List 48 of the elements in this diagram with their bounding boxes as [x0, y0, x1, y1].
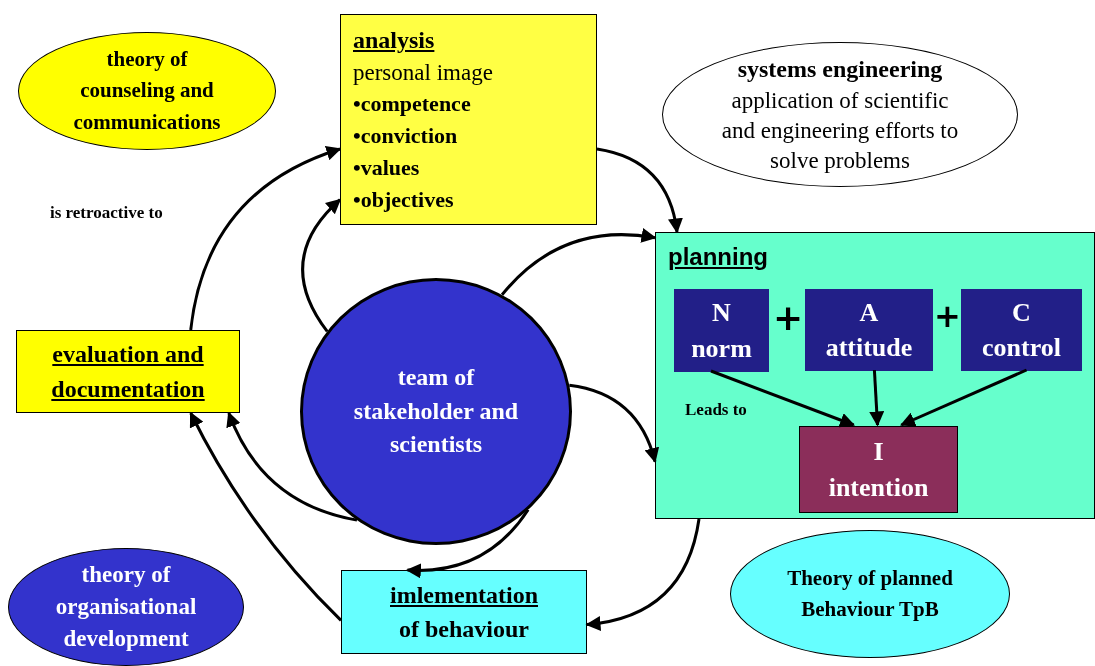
arrow	[405, 508, 530, 578]
stage-box	[16, 330, 240, 413]
node-heading: analysis	[353, 26, 435, 56]
node-heading: theory of organisational development	[54, 560, 198, 654]
intention-box	[799, 426, 958, 513]
node-text: •objectives	[353, 185, 454, 214]
planning-box	[655, 232, 1095, 519]
node-text: •competence	[353, 90, 471, 119]
node-text: application of scientific and engineering efforts to solve problems	[720, 87, 960, 176]
edge-note: Leads to	[685, 399, 747, 421]
factor-box	[961, 289, 1082, 371]
node-text: •values	[353, 153, 420, 182]
node-heading: A	[859, 296, 879, 329]
plus-sign: +	[773, 300, 804, 336]
stage-box	[341, 570, 587, 654]
arrow	[900, 368, 1028, 427]
node-heading: planning	[668, 242, 768, 272]
node-heading: theory of counseling and communications	[72, 45, 222, 136]
arrow	[596, 147, 683, 234]
node-text: attitude	[825, 332, 913, 364]
node-text: of behaviour	[399, 614, 529, 644]
arrow	[710, 369, 856, 428]
plus-sign: +	[934, 300, 961, 332]
edge-note: is retroactive to	[50, 202, 163, 224]
factor-box	[674, 289, 769, 372]
analysis-box	[340, 14, 597, 225]
node-text: personal image	[353, 59, 493, 88]
arrow	[301, 198, 342, 333]
factor-box	[805, 289, 933, 371]
arrow	[869, 369, 885, 427]
node-heading: team of stakeholder and scientists	[352, 363, 520, 460]
node-heading: C	[1012, 296, 1031, 329]
node-text: •conviction	[353, 121, 458, 150]
arrow	[189, 411, 343, 622]
arrow	[226, 411, 358, 522]
node-text: control	[982, 332, 1061, 364]
node-heading: imlementation	[390, 580, 538, 610]
node-heading: evaluation and documentation	[50, 339, 206, 404]
node-heading: I	[873, 436, 884, 469]
node-heading: N	[712, 297, 731, 330]
node-heading: systems engineering	[737, 54, 943, 84]
node-text: norm	[691, 332, 752, 365]
arrow	[189, 146, 342, 331]
arrow	[569, 383, 659, 464]
node-heading: Theory of planned Behaviour TpB	[786, 564, 954, 623]
node-text: intention	[828, 471, 929, 504]
arrow	[585, 518, 701, 631]
arrow	[500, 228, 657, 296]
